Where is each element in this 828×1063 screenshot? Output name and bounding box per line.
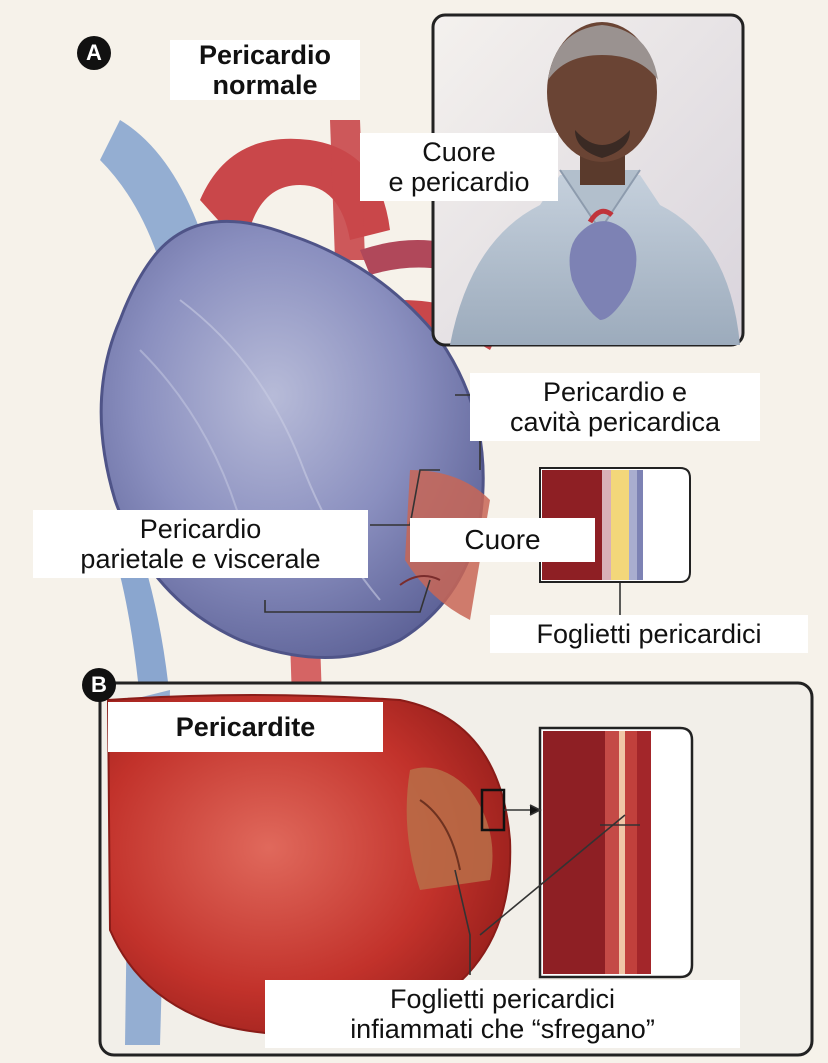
panel-a-title-line2: normale [176,70,354,100]
pericardial-cavity-label-line2: cavità pericardica [478,407,752,437]
panel-a-title: Pericardio normale [170,40,360,100]
pericardial-cavity-label-line1: Pericardio e [478,377,752,407]
inset-heart-label-line1: Cuore [368,137,550,167]
inflamed-pericardium-cross-section [540,728,692,977]
parietal-visceral-label-line1: Pericardio [41,514,360,544]
panel-a-title-line1: Pericardio [176,40,354,70]
heart-label: Cuore [410,518,595,562]
inset-heart-label-line2: e pericardio [368,167,550,197]
parietal-visceral-label-line2: parietale e viscerale [41,544,360,574]
inflamed-leaflets-label-line1: Foglietti pericardici [273,984,732,1014]
inflamed-leaflets-label-line2: infiammati che “sfregano” [273,1014,732,1044]
panel-a-badge: A [77,36,111,70]
panel-b-title: Pericardite [108,702,383,752]
pericardial-cavity-label: Pericardio e cavità pericardica [470,373,760,441]
inset-heart-label: Cuore e pericardio [360,133,558,201]
pericardial-leaflets-label: Foglietti pericardici [490,615,808,653]
inflamed-leaflets-label: Foglietti pericardici infiammati che “sf… [265,980,740,1048]
panel-b-badge: B [82,668,116,702]
parietal-visceral-label: Pericardio parietale e viscerale [33,510,368,578]
